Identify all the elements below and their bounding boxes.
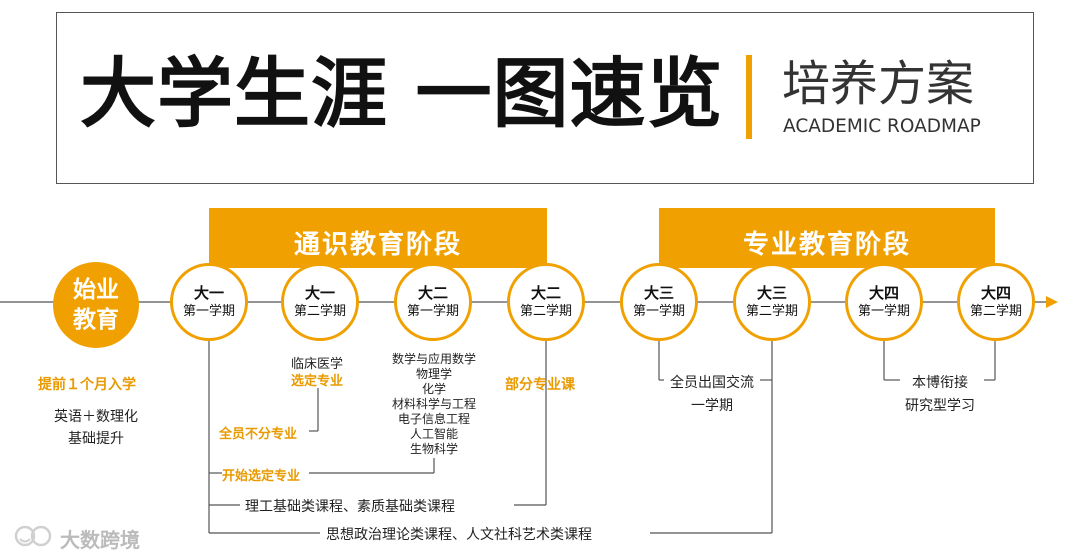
semester-year: 大二 [530, 284, 561, 302]
note-research-line2: 研究型学习 [905, 398, 975, 414]
major-item: 物理学 [415, 367, 452, 381]
semester-circle-6: 大三 第二学期 [733, 263, 811, 341]
note-medicine-line1: 临床医学 [290, 357, 343, 372]
watermark-text: 大数跨境 [60, 528, 140, 552]
semester-circle-8: 大四 第二学期 [957, 263, 1035, 341]
semester-term: 第一学期 [857, 304, 910, 319]
timeline-arrow-icon [1046, 296, 1058, 308]
subtitle-cn: 培养方案 [782, 56, 975, 112]
note-partial-major: 部分专业课 [505, 377, 575, 393]
semester-year: 大三 [756, 284, 787, 302]
note-choose-major: 开始选定专业 [222, 469, 301, 484]
semester-term: 第一学期 [406, 304, 459, 319]
note-no-major: 全员不分专业 [219, 427, 298, 442]
semester-year: 大一 [193, 284, 224, 302]
start-line1: 始业 [73, 277, 119, 303]
semester-year: 大四 [980, 284, 1011, 302]
semester-term: 第二学期 [519, 304, 572, 319]
major-item: 数学与应用数学 [391, 352, 476, 366]
start-line2: 教育 [73, 307, 119, 333]
note-research-line1: 本博衔接 [912, 375, 968, 391]
start-circle: 始业 教育 [53, 262, 139, 348]
semester-circle-4: 大二 第二学期 [507, 263, 585, 341]
subtitle-en: ACADEMIC ROADMAP [783, 116, 981, 137]
header-box [56, 12, 1034, 184]
semester-term: 第一学期 [632, 304, 685, 319]
semester-circle-5: 大三 第一学期 [620, 263, 698, 341]
note-early-entry: 提前１个月入学 [38, 377, 136, 393]
page-title: 大学生涯 一图速览 [80, 49, 724, 138]
smiley-logo-icon [14, 525, 52, 547]
semester-year: 大四 [868, 284, 899, 302]
major-item: 电子信息工程 [397, 412, 470, 426]
courses-line-1: 理工基础类课程、素质基础类课程 [245, 499, 455, 515]
stage-banner-general: 通识教育阶段 [209, 208, 547, 268]
title-divider [746, 55, 752, 139]
note-exchange-line1: 全员出国交流 [670, 375, 754, 391]
note-medicine-line2: 选定专业 [290, 374, 343, 389]
semester-year: 大二 [417, 284, 448, 302]
courses-line-2: 思想政治理论类课程、人文社科艺术类课程 [326, 527, 592, 543]
semester-circle-3: 大二 第一学期 [394, 263, 472, 341]
semester-term: 第二学期 [745, 304, 798, 319]
major-item: 材料科学与工程 [391, 397, 476, 411]
semester-circle-7: 大四 第一学期 [845, 263, 923, 341]
semester-year: 大一 [304, 284, 335, 302]
semester-circle-1: 大一 第一学期 [170, 263, 248, 341]
note-exchange-line2: 一学期 [691, 398, 733, 414]
note-basic-line2: 基础提升 [68, 431, 124, 447]
semester-term: 第二学期 [293, 304, 346, 319]
semester-term: 第一学期 [182, 304, 235, 319]
semester-circle-2: 大一 第二学期 [281, 263, 359, 341]
semester-term: 第二学期 [969, 304, 1022, 319]
major-item: 生物科学 [409, 442, 458, 456]
stage-banner-major: 专业教育阶段 [659, 208, 995, 268]
majors-list: 数学与应用数学 物理学 化学 材料科学与工程 电子信息工程 人工智能 生物科学 [378, 352, 490, 457]
major-item: 人工智能 [409, 427, 458, 441]
major-item: 化学 [421, 382, 446, 396]
semester-year: 大三 [643, 284, 674, 302]
note-basic-line1: 英语＋数理化 [54, 409, 138, 425]
